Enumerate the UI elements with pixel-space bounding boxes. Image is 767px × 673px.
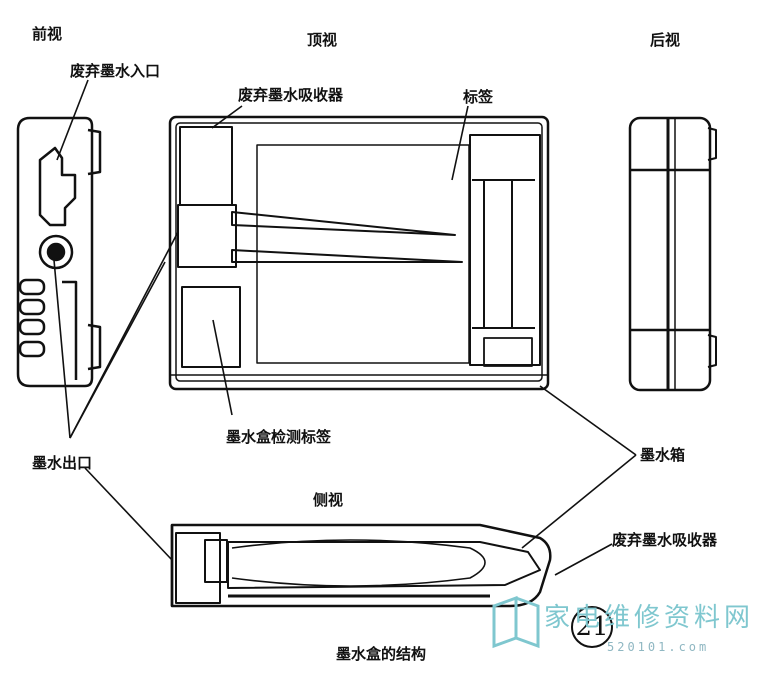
leader-lines <box>53 79 637 576</box>
cartridge-detect-label: 墨水盒检测标签 <box>226 428 332 446</box>
figure-caption: 墨水盒的结构 <box>336 645 427 663</box>
back-view-title: 后视 <box>650 31 681 49</box>
watermark-text: 家电维修资料网 <box>544 603 755 633</box>
side-view-drawing <box>170 523 552 608</box>
ink-tank-label: 墨水箱 <box>640 446 686 464</box>
waste-ink-absorber-side-label: 废弃墨水吸收器 <box>612 531 718 549</box>
top-view-drawing <box>168 115 550 391</box>
label-label: 标签 <box>463 88 494 106</box>
waste-ink-inlet-label: 废弃墨水入口 <box>70 62 161 80</box>
top-view-title: 顶视 <box>307 31 338 49</box>
watermark-url: 520101.com <box>607 640 710 654</box>
side-view-title: 侧视 <box>313 491 344 509</box>
front-view-title: 前视 <box>32 25 63 43</box>
front-view-drawing <box>16 116 102 388</box>
waste-ink-absorber-top-label: 废弃墨水吸收器 <box>238 86 344 104</box>
ink-outlet-label: 墨水出口 <box>32 454 93 472</box>
page-number: 21 <box>571 606 613 648</box>
back-view-drawing <box>628 116 717 392</box>
